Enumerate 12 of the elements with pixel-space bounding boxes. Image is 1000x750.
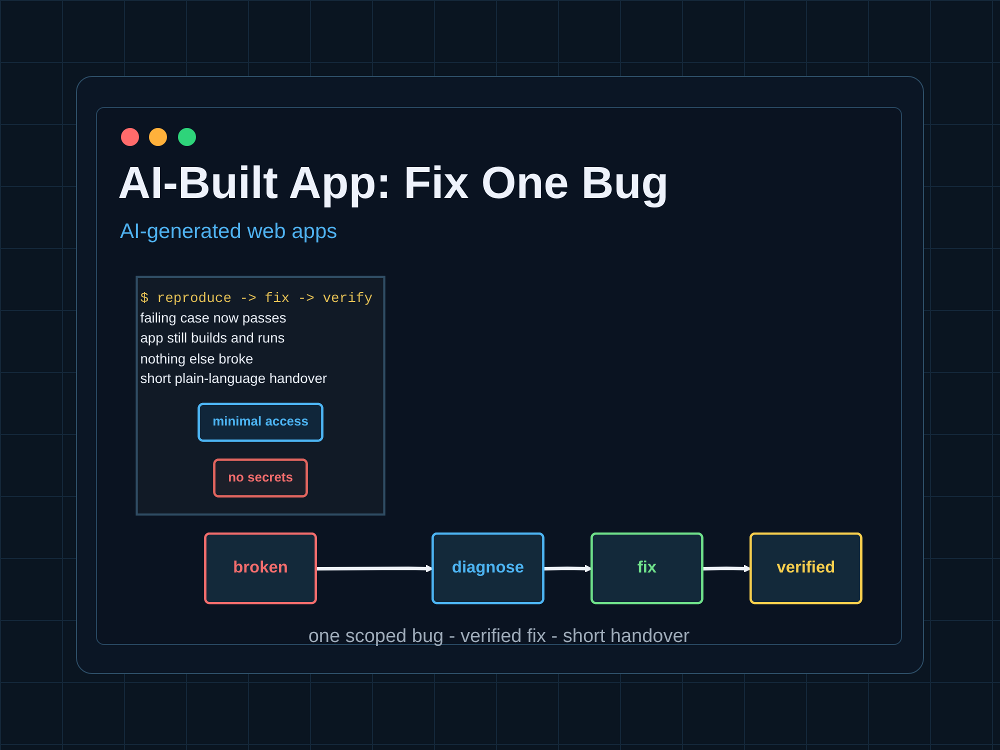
subtitle: AI-generated web apps [120, 220, 338, 243]
arrow [702, 564, 752, 572]
arrow [316, 564, 434, 572]
step-box: fix [590, 532, 704, 604]
step-box: broken [204, 532, 317, 604]
caption: one scoped bug - verified fix - short handover [308, 626, 690, 647]
tag-pill: no secrets [213, 458, 308, 498]
title: AI-Built App: Fix One Bug [118, 158, 669, 208]
tag-pill: minimal access [198, 402, 324, 442]
step-box: verified [750, 532, 862, 604]
arrow [544, 564, 592, 572]
step-box: diagnose [432, 532, 544, 604]
